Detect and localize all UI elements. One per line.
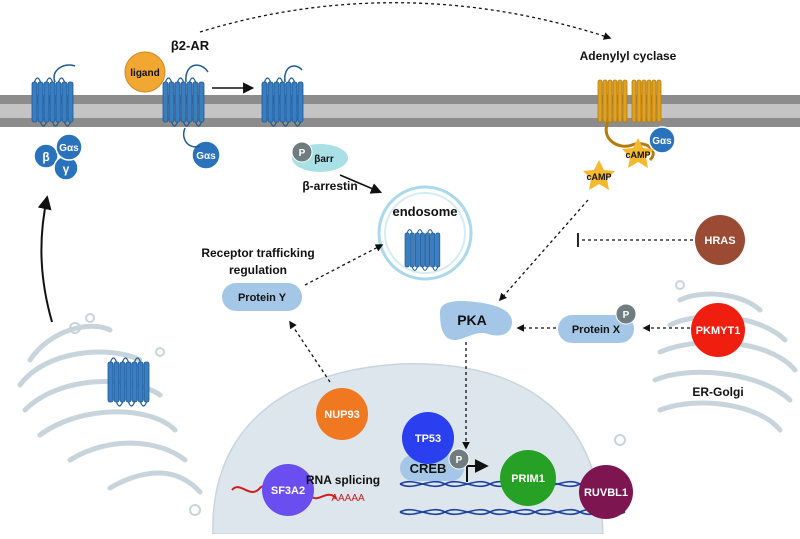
receptor-trafficking-line2: regulation bbox=[229, 263, 287, 277]
hras-label: HRAS bbox=[704, 235, 735, 247]
adenylyl-cyclase bbox=[597, 79, 662, 123]
endosome-receptor bbox=[404, 229, 441, 271]
tp53-label: TP53 bbox=[415, 433, 441, 445]
arrow-internalization bbox=[339, 174, 383, 194]
camp-label-2: cAMP bbox=[586, 172, 611, 182]
dashed-arrow-nup93-to-proteiny bbox=[289, 320, 331, 383]
pkmyt1-label: PKMYT1 bbox=[696, 325, 741, 337]
prim1-gene bbox=[500, 450, 556, 506]
poly-a-tail-label: AAAAA bbox=[331, 493, 365, 504]
rna-splicing-label: RNA splicing bbox=[306, 473, 380, 487]
phosphate-creb bbox=[448, 448, 470, 470]
phosphate-receptor bbox=[291, 141, 313, 163]
ruvbl1-label: RUVBL1 bbox=[584, 487, 628, 499]
g-alpha-s-subunit-2 bbox=[191, 140, 221, 170]
ligand-molecule bbox=[124, 51, 166, 93]
adenylyl-cyclase-label: Adenylyl cyclase bbox=[580, 49, 677, 63]
protein-x-label: Protein X bbox=[572, 324, 621, 336]
nup93-label: NUP93 bbox=[324, 409, 359, 421]
beta-arrestin-label: β-arrestin bbox=[302, 179, 357, 193]
dashed-arrow-receptor-to-cyclase bbox=[199, 2, 612, 40]
sf3a2-gene bbox=[262, 464, 314, 516]
g-alpha-s-label-1: Gαs bbox=[59, 143, 79, 154]
ruvbl1-gene bbox=[579, 465, 633, 519]
phosphate-creb-label: P bbox=[456, 455, 463, 466]
nup93-gene bbox=[316, 388, 368, 440]
g-beta-label: β bbox=[42, 150, 49, 164]
protein-y bbox=[222, 283, 302, 311]
tp53-gene bbox=[402, 412, 454, 464]
camp-star-2 bbox=[583, 160, 615, 190]
creb-label: CREB bbox=[410, 461, 447, 476]
phosphate-protein-x bbox=[615, 303, 637, 325]
pka-shape bbox=[440, 301, 512, 340]
g-alpha-s-label-2: Gαs bbox=[196, 151, 216, 162]
protein-x bbox=[558, 315, 634, 343]
pka-label: PKA bbox=[457, 312, 487, 328]
g-alpha-s-subunit-1 bbox=[55, 133, 83, 161]
er-golgi-left bbox=[17, 313, 203, 516]
receptor-trafficking-line1: Receptor trafficking bbox=[201, 246, 314, 260]
receptor-with-g-protein bbox=[31, 77, 74, 127]
er-golgi-right bbox=[614, 280, 798, 446]
prim1-label: PRIM1 bbox=[511, 473, 545, 485]
pkmyt1-gene bbox=[691, 303, 745, 357]
g-alpha-s-subunit-3 bbox=[648, 126, 676, 154]
dashed-arrow-camp-to-pka bbox=[498, 199, 589, 302]
dashed-arrow-proteiny-to-endosome bbox=[304, 244, 384, 286]
endosome-label: endosome bbox=[392, 204, 457, 219]
sf3a2-label: SF3A2 bbox=[271, 485, 305, 497]
camp-label-1: cAMP bbox=[625, 150, 650, 160]
phosphate-receptor-label: P bbox=[299, 148, 306, 159]
hras-gene bbox=[695, 215, 745, 265]
ligand-label: ligand bbox=[130, 68, 159, 79]
camp-star-1 bbox=[622, 138, 654, 168]
g-alpha-s-label-3: Gαs bbox=[652, 136, 672, 147]
plasma-membrane bbox=[0, 95, 800, 127]
g-gamma-label: γ bbox=[63, 162, 70, 176]
beta2-ar-label: β2-AR bbox=[171, 38, 210, 53]
arrow-er-to-membrane bbox=[37, 195, 53, 323]
er-receptor bbox=[107, 357, 150, 407]
phosphorylated-receptor bbox=[261, 77, 304, 127]
phosphate-protein-x-label: P bbox=[623, 310, 630, 321]
beta2-adrenergic-receptor bbox=[162, 77, 205, 127]
protein-y-label: Protein Y bbox=[238, 292, 287, 304]
endosome bbox=[377, 185, 473, 281]
creb-protein bbox=[400, 455, 464, 481]
barr-label: βarr bbox=[314, 154, 334, 165]
transcription-start-arrow bbox=[466, 459, 489, 482]
er-golgi-label: ER-Golgi bbox=[692, 385, 743, 399]
g-beta-subunit bbox=[33, 143, 59, 169]
